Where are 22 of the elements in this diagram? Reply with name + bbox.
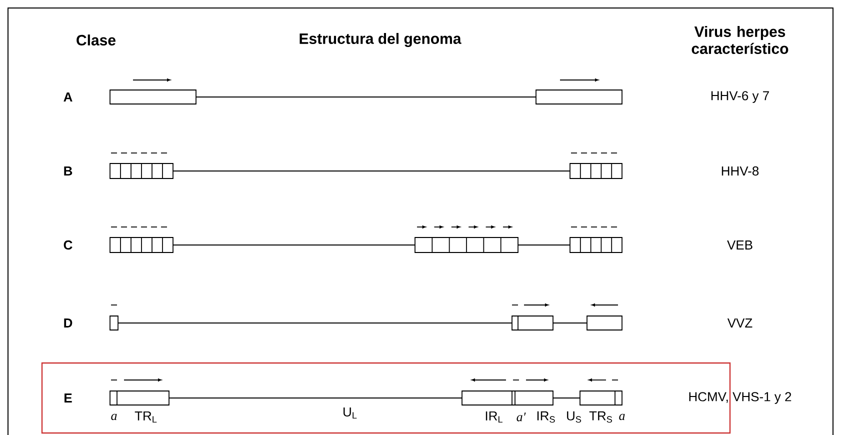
region-label: IR$_{L}$ xyxy=(486,411,502,423)
region-label: a xyxy=(111,414,117,420)
column-header: Estructura del genoma xyxy=(300,32,462,48)
class-letter: B xyxy=(64,166,72,176)
column-header: Clase xyxy=(76,34,116,46)
region-label: TR$_{S}$ xyxy=(589,411,612,423)
region-label: a′ xyxy=(516,412,526,422)
class-letter: D xyxy=(64,318,72,328)
region-label: U$_{L}$ xyxy=(344,407,357,419)
virus-name: HHV-8 xyxy=(722,166,759,176)
virus-name: HCMV, VHS-1 y 2 xyxy=(689,392,792,404)
region-label: IR$_{S}$ xyxy=(537,411,555,423)
virus-name: HHV-6 y 7 xyxy=(711,91,769,103)
virus-name: VVZ xyxy=(727,318,752,328)
region-label: a xyxy=(619,414,625,420)
virus-name: VEB xyxy=(727,240,752,250)
region-label: U$_{S}$ xyxy=(567,411,582,423)
class-letter: C xyxy=(64,240,72,250)
column-header: Virus herpes característico xyxy=(692,26,788,54)
region-label: TR$_{L}$ xyxy=(134,411,157,423)
class-letter: A xyxy=(64,92,72,102)
class-letter: E xyxy=(64,394,72,402)
